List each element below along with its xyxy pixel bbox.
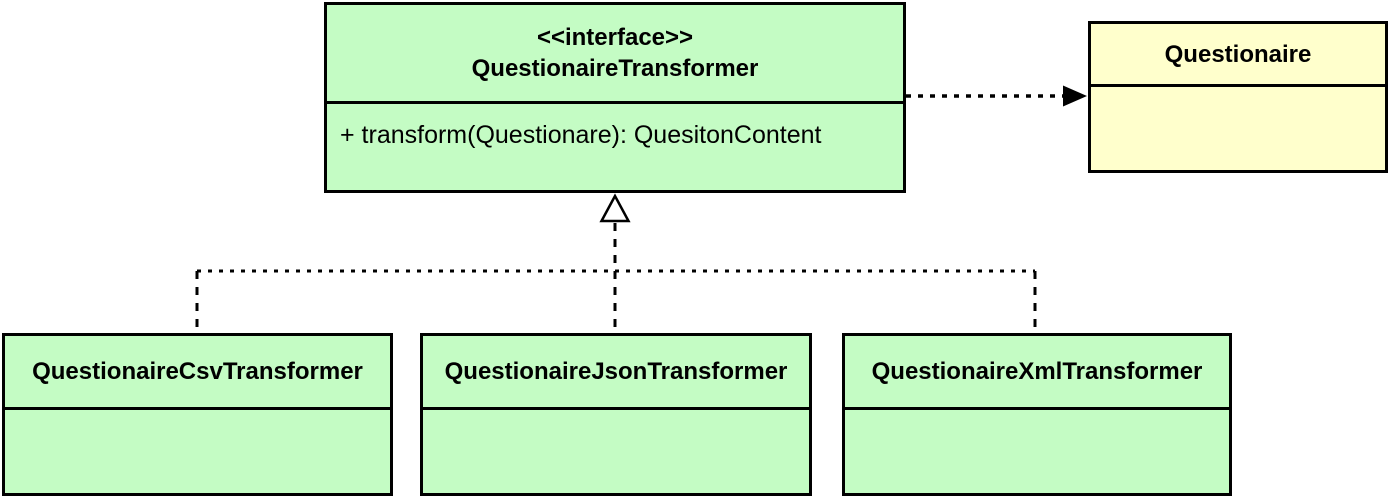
- realization-triangle-icon: [599, 193, 631, 223]
- json-transformer-header: QuestionaireJsonTransformer: [423, 336, 809, 410]
- realization-connector: [195, 193, 1037, 333]
- interface-stereotype: <<interface>>: [536, 24, 694, 51]
- dependency-arrow: [906, 85, 1087, 107]
- json-transformer-class-name: QuestionaireJsonTransformer: [444, 358, 788, 385]
- interface-method: + transform(Questionare): QuesitonConten…: [340, 121, 822, 149]
- csv-transformer-class-name: QuestionaireCsvTransformer: [32, 358, 363, 385]
- json-transformer-class-box: QuestionaireJsonTransformer: [420, 333, 812, 496]
- dependency-arrowhead-icon: [1063, 85, 1087, 107]
- questionaire-class-header: Questionaire: [1091, 24, 1385, 87]
- interface-method-compartment: + transform(Questionare): QuesitonConten…: [327, 104, 903, 190]
- questionaire-class-name: Questionaire: [1164, 40, 1312, 68]
- xml-transformer-header: QuestionaireXmlTransformer: [845, 336, 1229, 410]
- interface-class-header: <<interface>> QuestionaireTransformer: [327, 5, 903, 104]
- questionaire-class-box: Questionaire: [1088, 21, 1388, 173]
- csv-transformer-header: QuestionaireCsvTransformer: [5, 336, 390, 410]
- interface-class-name: QuestionaireTransformer: [471, 55, 759, 82]
- xml-transformer-class-box: QuestionaireXmlTransformer: [842, 333, 1232, 496]
- csv-transformer-class-box: QuestionaireCsvTransformer: [2, 333, 393, 496]
- interface-class-box: <<interface>> QuestionaireTransformer + …: [324, 2, 906, 193]
- xml-transformer-class-name: QuestionaireXmlTransformer: [871, 358, 1203, 385]
